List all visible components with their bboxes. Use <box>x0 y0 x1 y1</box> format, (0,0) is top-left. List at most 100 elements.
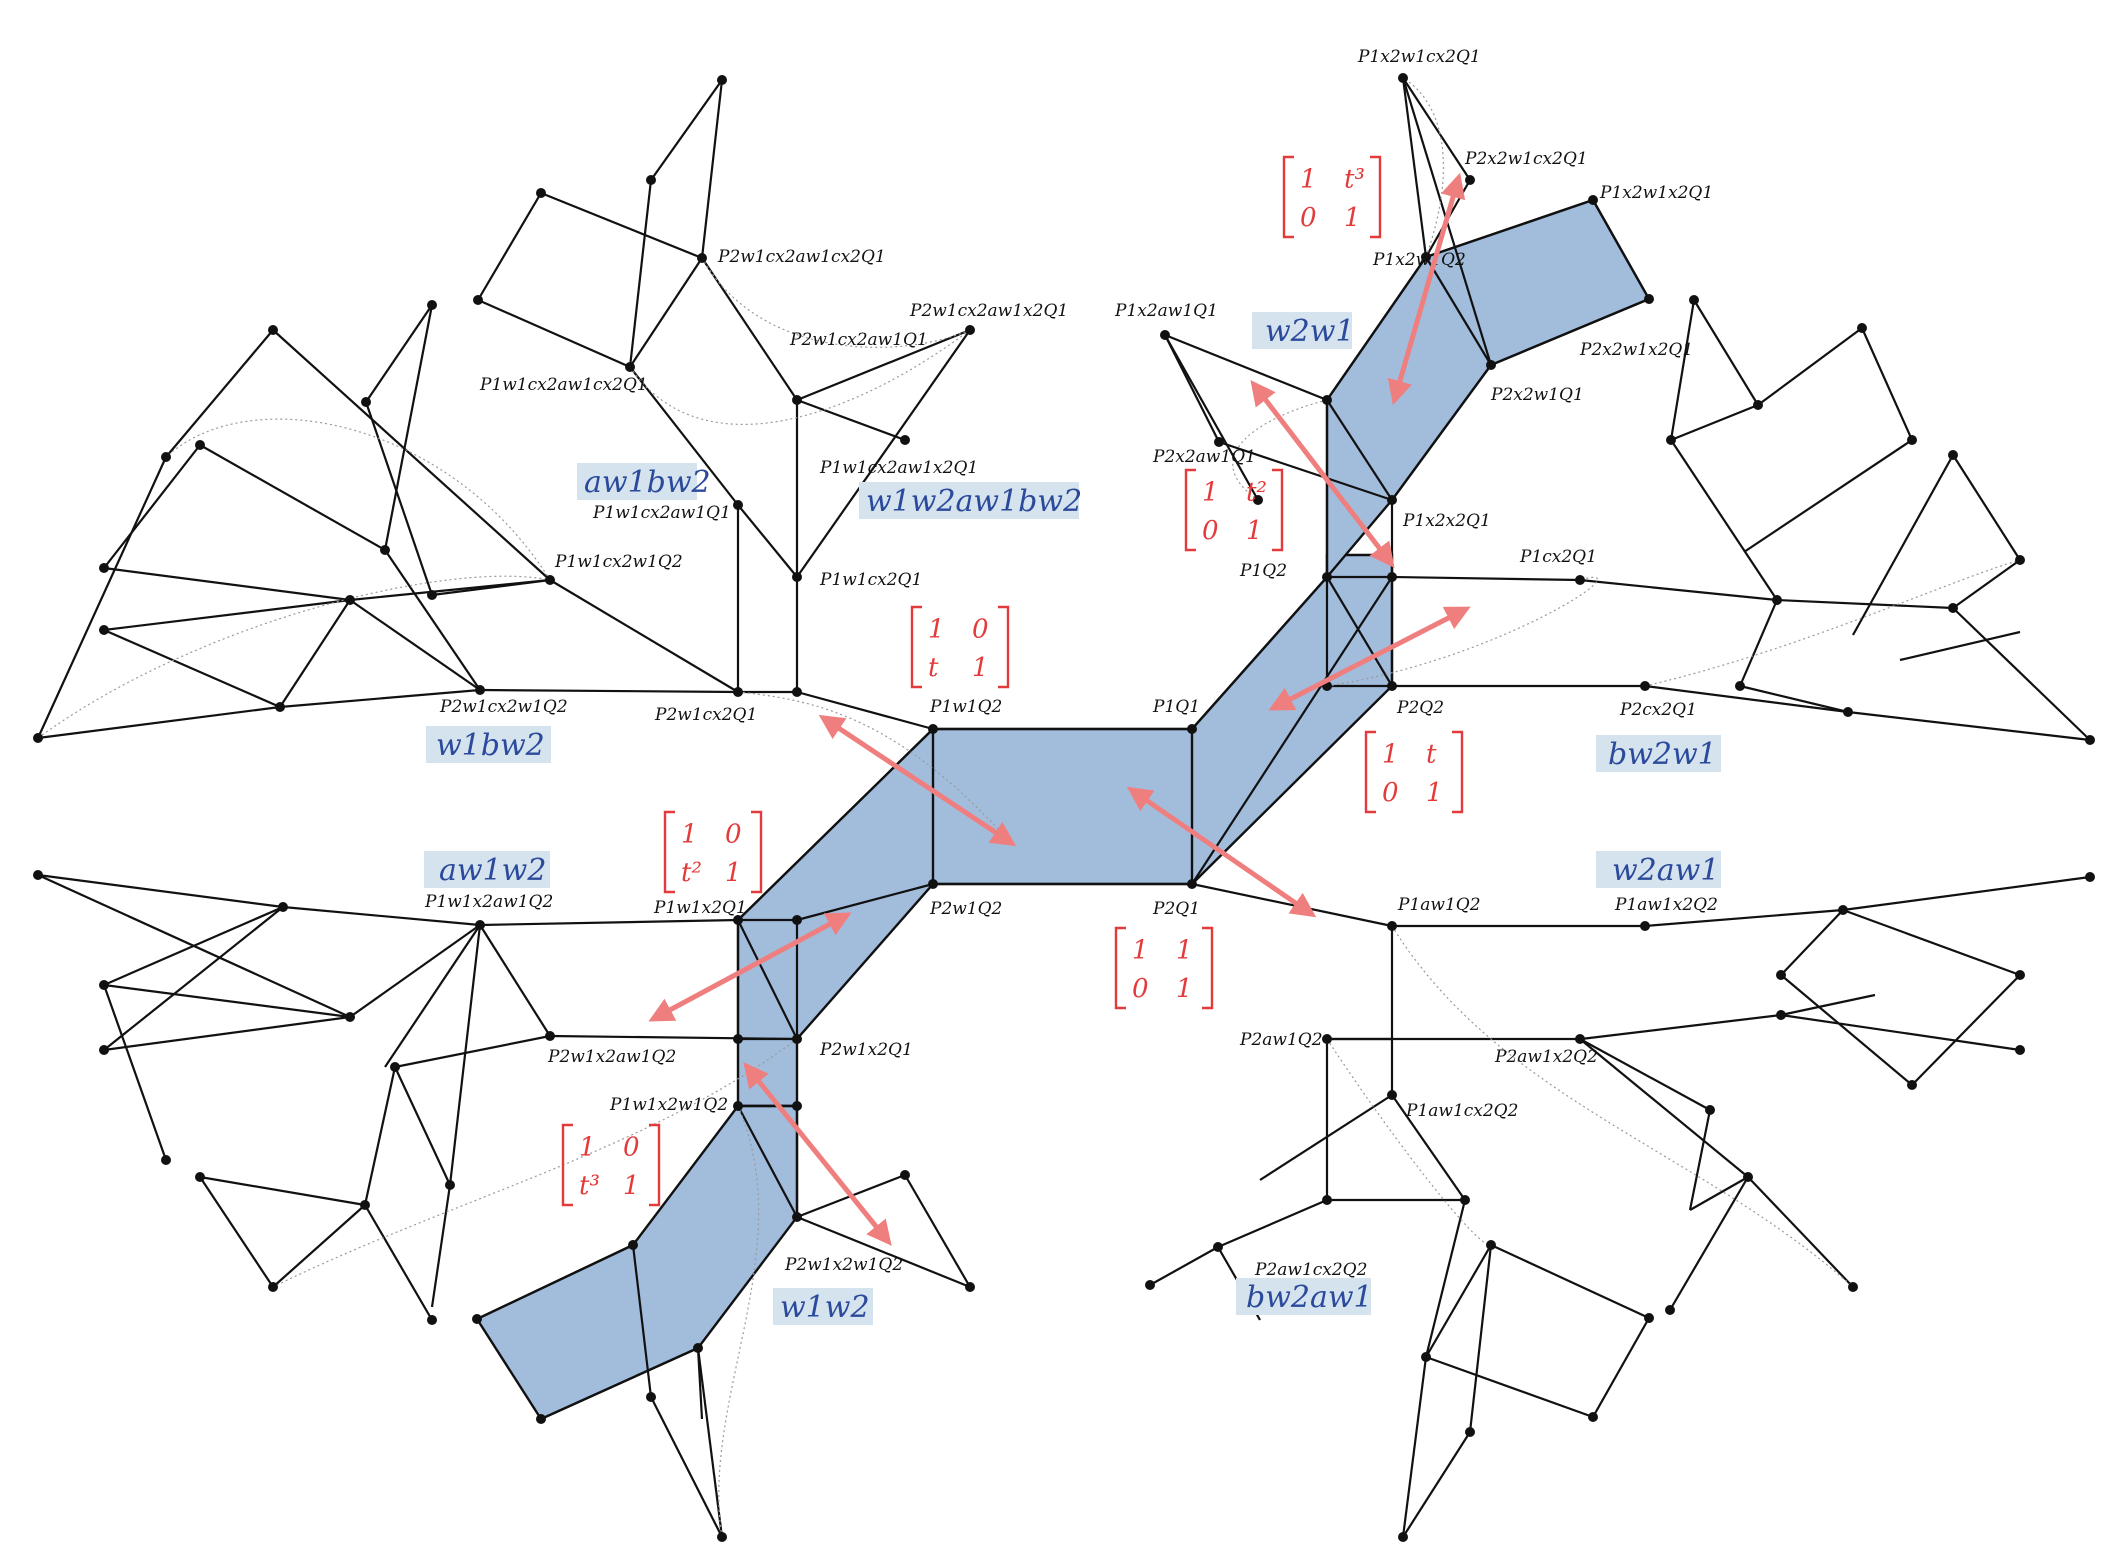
matrix-entry: 0 <box>725 819 742 849</box>
graph-edge <box>796 328 971 402</box>
arrows <box>648 172 1471 1246</box>
graph-node <box>717 1532 727 1542</box>
graph-edge <box>36 456 168 739</box>
graph-node <box>1857 323 1867 333</box>
vertex-label: P2w1x2w1Q2 <box>784 1255 903 1275</box>
graph-node <box>475 685 485 695</box>
graph-node <box>536 1414 546 1424</box>
graph-node <box>628 1240 638 1250</box>
graph-edge <box>1592 199 1650 300</box>
graph-edge <box>796 690 934 731</box>
graph-edge <box>1669 299 1696 441</box>
graph-edge <box>1842 875 2091 912</box>
graph-node <box>1387 495 1397 505</box>
graph-node <box>345 1012 355 1022</box>
matrix-bracket <box>1452 730 1464 814</box>
vertex-label: P1w1cx2aw1cx2Q1 <box>479 375 648 395</box>
vertex-label: P2w1cx2aw1cx2Q1 <box>717 247 886 267</box>
graph-edge <box>737 504 798 578</box>
graph-edge <box>1860 327 1914 441</box>
graph-node <box>1421 1352 1431 1362</box>
vertex-label: P1aw1x2Q2 <box>1614 895 1718 915</box>
graph-node <box>900 435 910 445</box>
graph-node <box>1907 1080 1917 1090</box>
graph-node <box>445 1180 455 1190</box>
graph-node <box>646 1392 656 1402</box>
graph-node <box>2085 872 2095 882</box>
graph-node <box>195 440 205 450</box>
vertex-label: P2w1x2Q1 <box>819 1040 913 1060</box>
arrow <box>818 714 1017 847</box>
graph-edge <box>629 366 739 506</box>
graph-node <box>275 702 285 712</box>
graph-edge <box>1164 334 1259 501</box>
matrix-bracket <box>561 1123 573 1207</box>
ghost-curve <box>165 418 551 581</box>
graph-node <box>717 75 727 85</box>
matrix-entry: t² <box>1246 477 1267 507</box>
graph-node <box>1588 1412 1598 1422</box>
graph-edge <box>364 401 434 596</box>
vertex-label: P1w1Q2 <box>929 697 1002 717</box>
graph-node <box>1776 970 1786 980</box>
matrix-bracket <box>910 605 922 689</box>
graph-edge <box>1592 1317 1650 1418</box>
matrix-entry: t² <box>681 858 702 888</box>
matrix-entry: t³ <box>579 1171 600 1201</box>
vertex-label: P2w1Q2 <box>929 899 1002 919</box>
graph-node <box>792 572 802 582</box>
graph-node <box>1465 1427 1475 1437</box>
vertex-label: P2w1cx2w1Q2 <box>439 697 568 717</box>
graph-edge <box>103 628 281 709</box>
graph-node <box>278 902 288 912</box>
graph-edge <box>796 1215 971 1289</box>
matrix-bracket <box>1184 468 1196 552</box>
ghost-curve <box>629 329 971 425</box>
graph-node <box>733 1101 743 1111</box>
graph-node <box>1743 1172 1753 1182</box>
graph-node <box>965 1282 975 1292</box>
graph-edge <box>384 549 481 691</box>
graph-node <box>1848 1282 1858 1292</box>
graph-node <box>1907 435 1917 445</box>
graph-node <box>345 595 355 605</box>
vertex-label: P1w1x2Q1 <box>653 898 747 918</box>
graph-node <box>965 325 975 335</box>
matrix-entry: 1 <box>725 858 742 888</box>
graph-node <box>427 1315 437 1325</box>
matrix-entry: t <box>928 653 939 683</box>
graph-node <box>792 395 802 405</box>
graph-node <box>99 980 109 990</box>
graph-edge <box>631 1244 653 1398</box>
graph-node <box>161 1155 171 1165</box>
graph-node <box>1665 1305 1675 1315</box>
vertex-label: P1w1cx2aw1Q1 <box>592 503 731 523</box>
vertex-label: P1aw1Q2 <box>1397 895 1481 915</box>
graph-node <box>1640 921 1650 931</box>
graph-edge <box>1952 607 2091 741</box>
graph-edge <box>1217 1198 1328 1249</box>
graph-node <box>733 500 743 510</box>
graph-edge <box>1468 1244 1493 1433</box>
ghost-curve <box>37 575 551 739</box>
graph-edge <box>796 398 906 442</box>
graph-edge <box>365 304 433 403</box>
vertex-label: P2aw1cx2Q2 <box>1254 1260 1367 1280</box>
graph-node <box>1838 905 1848 915</box>
vertex-label: P2cx2Q1 <box>1619 700 1697 720</box>
graph-node <box>380 545 390 555</box>
graph-node <box>792 915 802 925</box>
graph-edge <box>103 1015 351 1052</box>
graph-node <box>792 1101 802 1111</box>
graph-node <box>1689 295 1699 305</box>
graph-node <box>1776 1010 1786 1020</box>
vertex-label: P1w1x2aw1Q2 <box>424 892 553 912</box>
vertex-label: P1x2x2Q1 <box>1402 511 1491 531</box>
vertex-label: P1aw1cx2Q2 <box>1405 1101 1518 1121</box>
graph-node <box>475 920 485 930</box>
graph-edge <box>701 257 798 401</box>
graph-edge <box>477 192 542 301</box>
